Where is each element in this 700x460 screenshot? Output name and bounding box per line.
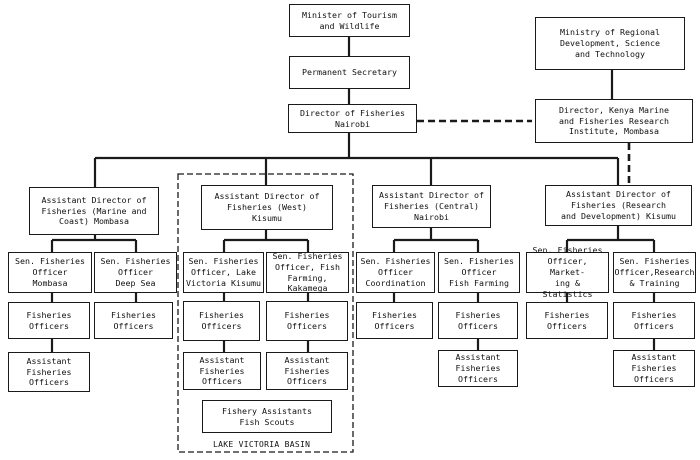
fisheries-officers-fish-farming-west-box: Fisheries Officers [266,301,348,341]
ad-marine-coast-box: Assistant Director of Fisheries (Marine … [29,187,159,235]
lake-victoria-basin-boundary [177,173,354,453]
ad-central-box: Assistant Director of Fisheries (Central… [372,185,491,228]
sfo-coordination-box: Sen. Fisheries Officer Coordination [356,252,435,293]
permanent-secretary-box: Permanent Secretary [289,56,410,89]
assistant-fisheries-officers-lake-box: Assistant Fisheries Officers [183,352,261,390]
ad-research-development-box: Assistant Director of Fisheries (Researc… [545,185,692,226]
director-of-fisheries-box: Director of Fisheries Nairobi [288,104,417,133]
kmfri-director-box: Director, Kenya Marine and Fisheries Res… [535,99,693,143]
fisheries-officers-marketing-box: Fisheries Officers [526,302,608,339]
assistant-fisheries-officers-mombasa-box: Assistant Fisheries Officers [8,352,90,392]
lake-victoria-basin-label: LAKE VICTORIA BASIN [213,440,311,449]
fisheries-officers-mombasa-box: Fisheries Officers [8,302,90,339]
fisheries-officers-research-box: Fisheries Officers [613,302,695,339]
sfo-marketing-statistics-box: Sen. Fisheries Officer, Market- ing & St… [526,245,609,299]
fishery-assistants-fish-scouts-box: Fishery Assistants Fish Scouts [202,400,332,433]
fisheries-officers-lake-box: Fisheries Officers [183,301,260,341]
sfo-mombasa-box: Sen. Fisheries Officer Mombasa [8,252,92,293]
sfo-deep-sea-box: Sen. Fisheries Officer Deep Sea [94,252,177,293]
ad-west-box: Assistant Director of Fisheries (West) K… [201,185,333,230]
minister-box: Minister of Tourism and Wildlife [289,4,410,37]
ministry-regional-development-box: Ministry of Regional Development, Scienc… [535,17,685,70]
fisheries-officers-coordination-box: Fisheries Officers [356,302,433,339]
sfo-fish-farming-west-box: Sen. Fisheries Officer, Fish Farming, Ka… [266,251,349,293]
sfo-fish-farming-central-box: Sen. Fisheries Officer Fish Farming [438,252,520,293]
assistant-fisheries-officers-fish-farming-west-box: Assistant Fisheries Officers [266,352,348,390]
assistant-fisheries-officers-research-box: Assistant Fisheries Officers [613,350,695,387]
assistant-fisheries-officers-fish-farming-central-box: Assistant Fisheries Officers [438,350,518,387]
fisheries-officers-fish-farming-central-box: Fisheries Officers [438,302,518,339]
sfo-research-training-box: Sen. Fisheries Officer,Research & Traini… [613,252,696,293]
sfo-lake-victoria-box: Sen. Fisheries Officer, Lake Victoria Ki… [183,252,264,293]
fisheries-officers-deep-sea-box: Fisheries Officers [94,302,173,339]
